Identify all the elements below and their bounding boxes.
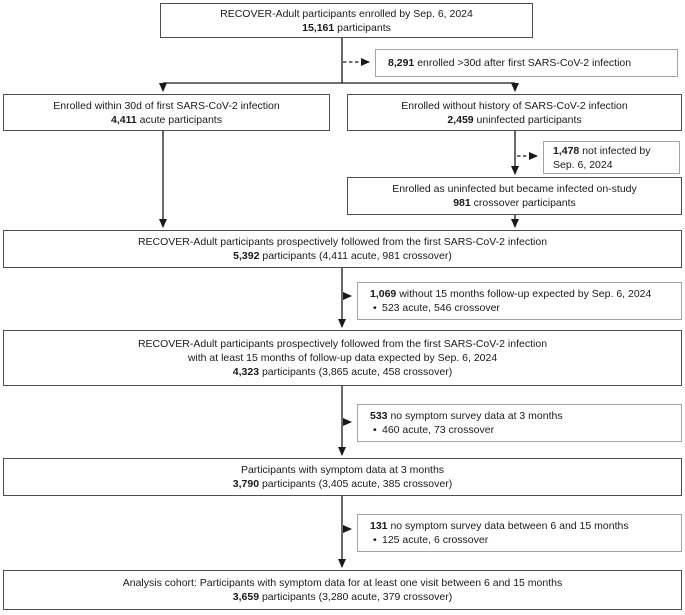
- count-value: 2,459: [447, 113, 474, 126]
- bullet-marker: •: [373, 534, 377, 546]
- box-excluded-no-3mo-symptom: 533 no symptom survey data at 3 months •…: [357, 404, 682, 442]
- box-uninfected: Enrolled without history of SARS-CoV-2 i…: [347, 94, 682, 131]
- count-value: 5,392: [233, 250, 260, 262]
- count-suffix: uninfected participants: [473, 113, 582, 126]
- bullet-text: 125 acute, 6 crossover: [382, 534, 489, 546]
- box-count-line: 2,459 uninfected participants: [447, 113, 581, 127]
- count-value: 1,478: [553, 144, 580, 157]
- box-excluded-no-15mo-followup: 1,069 without 15 months follow-up expect…: [357, 282, 682, 320]
- count-suffix: participants: [334, 21, 391, 34]
- count-value: 15,161: [302, 21, 335, 34]
- count-value: 4,411: [111, 113, 137, 126]
- box-count-line: 533 no symptom survey data at 3 months: [370, 409, 675, 423]
- count-suffix: acute participants: [136, 113, 222, 126]
- box-symptom-3mo: Participants with symptom data at 3 mont…: [3, 458, 682, 496]
- box-text-line: RECOVER-Adult participants prospectively…: [137, 338, 548, 350]
- box-count-line: 4,323 participants (3,865 acute, 458 cro…: [233, 365, 452, 379]
- box-count-line: 3,790 participants (3,405 acute, 385 cro…: [233, 477, 452, 491]
- box-bullet-line: • 460 acute, 73 crossover: [370, 423, 675, 437]
- box-count-line: 131 no symptom survey data between 6 and…: [370, 519, 675, 533]
- bullet-text: 523 acute, 546 crossover: [382, 302, 500, 314]
- count-value: 131: [370, 520, 388, 532]
- box-excluded-no-6-15mo-symptom: 131 no symptom survey data between 6 and…: [357, 514, 682, 552]
- box-count-line: 8,291 enrolled >30d after first SARS-CoV…: [388, 56, 671, 70]
- box-text-line: Participants with symptom data at 3 mont…: [240, 464, 445, 476]
- box-count-line: 15,161 participants: [302, 21, 391, 35]
- count-value: 3,659: [232, 591, 260, 603]
- count-value: 1,069: [370, 288, 397, 300]
- count-value: 533: [370, 410, 388, 422]
- box-count-line: 1,069 without 15 months follow-up expect…: [370, 287, 675, 301]
- box-count-line: 4,411 acute participants: [111, 113, 222, 127]
- box-count-line: 3,659 participants (3,280 acute, 379 cro…: [233, 590, 452, 604]
- count-suffix: participants (3,280 acute, 379 crossover…: [259, 591, 453, 603]
- box-text-line: Enrolled as uninfected but became infect…: [392, 183, 637, 195]
- box-excluded-not-infected: 1,478 not infected by Sep. 6, 2024: [543, 141, 680, 174]
- box-text-line: Analysis cohort: Participants with sympt…: [122, 577, 563, 589]
- box-text-line: Enrolled without history of SARS-CoV-2 i…: [401, 99, 628, 112]
- count-value: 8,291: [388, 57, 415, 69]
- count-suffix: participants (3,865 acute, 458 crossover…: [259, 366, 453, 378]
- box-text-line2: with at least 15 months of follow-up dat…: [187, 352, 498, 364]
- count-value: 3,790: [232, 478, 260, 490]
- count-suffix: not infected by Sep. 6, 2024: [553, 144, 651, 171]
- box-text-line: Enrolled within 30d of first SARS-CoV-2 …: [53, 99, 280, 112]
- count-suffix: enrolled >30d after first SARS-CoV-2 inf…: [414, 57, 632, 69]
- box-text-line: RECOVER-Adult participants prospectively…: [137, 236, 548, 248]
- count-suffix: participants (3,405 acute, 385 crossover…: [259, 478, 453, 490]
- box-count-line: 981 crossover participants: [453, 196, 576, 210]
- box-enrolled-total: RECOVER-Adult participants enrolled by S…: [160, 3, 533, 38]
- box-count-line: 5,392 participants (4,411 acute, 981 cro…: [233, 249, 452, 263]
- count-suffix: no symptom survey data between 6 and 15 …: [387, 520, 629, 532]
- box-bullet-line: • 125 acute, 6 crossover: [370, 533, 675, 547]
- count-suffix: participants (4,411 acute, 981 crossover…: [259, 250, 452, 262]
- box-analysis-cohort: Analysis cohort: Participants with sympt…: [3, 570, 682, 610]
- bullet-text: 460 acute, 73 crossover: [382, 424, 495, 436]
- box-acute: Enrolled within 30d of first SARS-CoV-2 …: [3, 94, 330, 131]
- bullet-marker: •: [373, 424, 377, 436]
- count-suffix: crossover participants: [470, 197, 576, 209]
- box-followed: RECOVER-Adult participants prospectively…: [3, 230, 682, 268]
- box-crossover: Enrolled as uninfected but became infect…: [347, 177, 682, 215]
- box-bullet-line: • 523 acute, 546 crossover: [370, 301, 675, 315]
- box-excluded-late-enrolled: 8,291 enrolled >30d after first SARS-CoV…: [375, 49, 678, 77]
- count-suffix: no symptom survey data at 3 months: [387, 410, 563, 422]
- bullet-marker: •: [373, 302, 377, 314]
- count-suffix: without 15 months follow-up expected by …: [396, 288, 652, 300]
- count-value: 4,323: [232, 366, 260, 378]
- box-followed-15mo: RECOVER-Adult participants prospectively…: [3, 330, 682, 386]
- box-text-line: RECOVER-Adult participants enrolled by S…: [220, 7, 473, 20]
- count-value: 981: [453, 197, 471, 209]
- box-count-line: 1,478 not infected by Sep. 6, 2024: [553, 144, 673, 172]
